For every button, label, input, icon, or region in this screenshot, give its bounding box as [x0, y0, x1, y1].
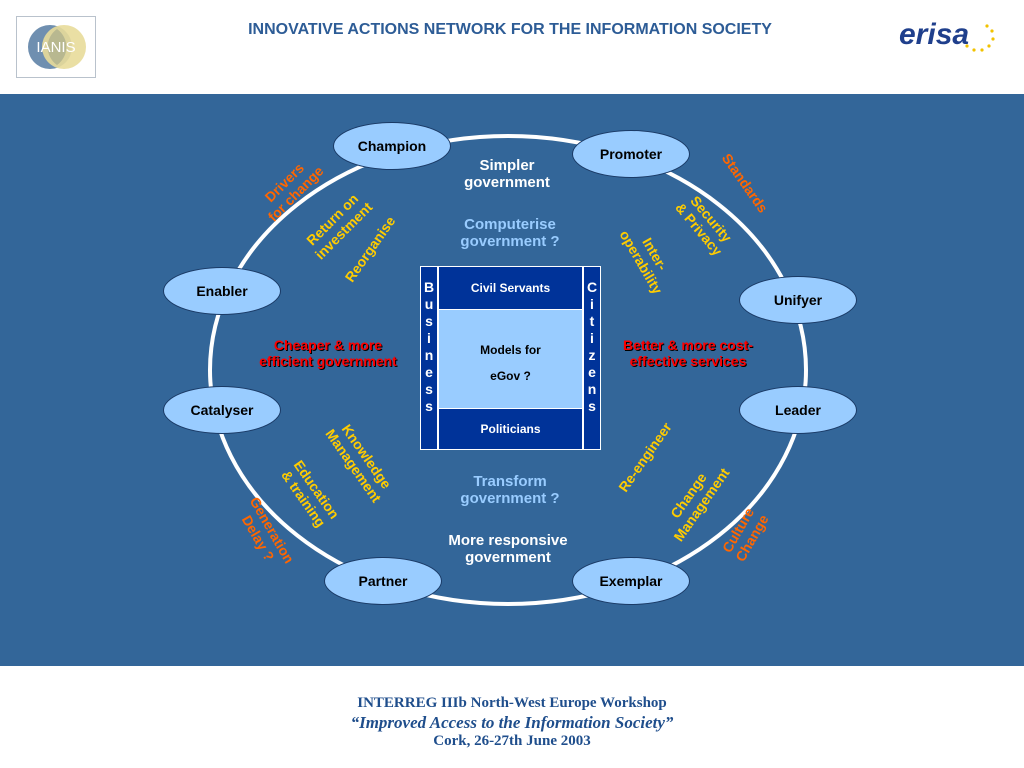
footer-date: Cork, 26-27th June 2003: [433, 733, 591, 749]
node-enabler: Enabler: [163, 267, 281, 315]
node-partner: Partner: [324, 557, 442, 605]
politicians-bar: Politicians: [439, 408, 582, 449]
footer-title: “Improved Access to the Information Soci…: [350, 713, 674, 732]
node-leader: Leader: [739, 386, 857, 434]
node-catalyser: Catalyser: [163, 386, 281, 434]
node-exemplar: Exemplar: [572, 557, 690, 605]
civil-servants-bar: Civil Servants: [439, 267, 582, 310]
ianis-logo: IANIS: [16, 16, 96, 78]
page-title: INNOVATIVE ACTIONS NETWORK FOR THE INFOR…: [248, 21, 772, 38]
ianis-logo-text: IANIS: [36, 39, 75, 56]
ring: [208, 134, 808, 606]
node-champion: Champion: [333, 122, 451, 170]
footer-workshop: INTERREG IIIb North-West Europe Workshop: [357, 695, 667, 711]
better-label: Better & more cost-effective services: [623, 337, 753, 370]
node-unifyer: Unifyer: [739, 276, 857, 324]
erisa-logo: erisa: [895, 12, 1005, 56]
erisa-logo-text: erisa: [899, 18, 969, 51]
node-promoter: Promoter: [572, 130, 690, 178]
footer: INTERREG IIIb North-West Europe Workshop…: [200, 694, 824, 751]
